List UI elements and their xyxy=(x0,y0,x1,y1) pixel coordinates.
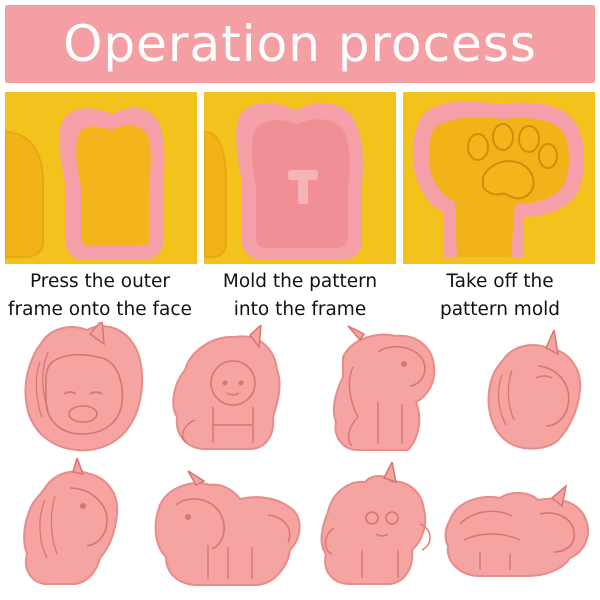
step-1-photo xyxy=(5,92,197,264)
step-1-caption-line-1: Press the outer xyxy=(29,271,171,292)
unicorn-head-front-icon xyxy=(12,318,152,461)
step-3-caption-line-1: Take off the xyxy=(446,271,554,292)
step-2-caption-line-1: Mold the pattern xyxy=(222,271,378,292)
banner-title: Operation process xyxy=(63,15,537,73)
unicorn-lying-icon xyxy=(440,480,592,584)
unicorn-winged-icon xyxy=(310,459,442,596)
step-3-caption: Take off the pattern mold xyxy=(400,268,600,324)
unicorn-sitting-icon xyxy=(165,323,300,459)
unicorn-sitting-side-icon xyxy=(318,322,448,461)
title-banner: Operation process xyxy=(5,5,595,83)
step-1-caption: Press the outer frame onto the face xyxy=(0,268,200,324)
unicorn-head-mane-icon xyxy=(15,455,130,594)
unicorn-head-profile-icon xyxy=(478,327,590,459)
step-1-caption-line-2: frame onto the face xyxy=(8,299,192,320)
step-2-caption-line-2: into the frame xyxy=(233,299,367,320)
step-2-photo xyxy=(204,92,396,264)
step-3-caption-line-2: pattern mold xyxy=(439,299,561,320)
step-2-caption: Mold the pattern into the frame xyxy=(200,268,400,324)
step-3-photo xyxy=(403,92,595,264)
unicorn-standing-icon xyxy=(148,465,308,599)
